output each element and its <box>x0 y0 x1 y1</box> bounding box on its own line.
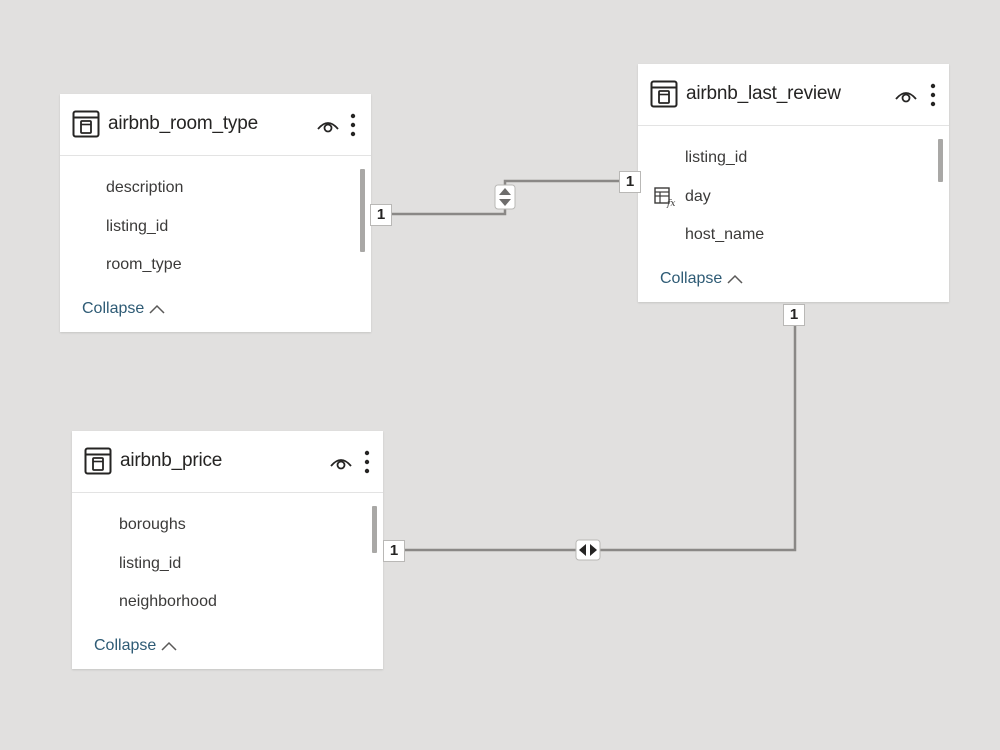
collapse-button[interactable]: Collapse <box>82 300 165 318</box>
cardinality-badge-room-type: 1 <box>370 204 392 226</box>
table-icon <box>84 447 112 475</box>
scrollbar[interactable] <box>360 169 365 252</box>
collapse-label: Collapse <box>94 637 157 654</box>
field-day[interactable]: day <box>685 188 711 205</box>
scrollbar[interactable] <box>372 506 377 553</box>
collapse-button[interactable]: Collapse <box>660 270 743 288</box>
field-listing-id[interactable]: listing_id <box>119 555 182 572</box>
field-boroughs[interactable]: boroughs <box>119 516 186 533</box>
eye-icon[interactable] <box>316 116 340 134</box>
table-card-header[interactable]: airbnb_price <box>72 431 383 493</box>
single-direction-filter-icon[interactable] <box>494 184 516 210</box>
table-card-header[interactable]: airbnb_room_type <box>60 94 371 156</box>
collapse-label: Collapse <box>82 300 145 317</box>
table-icon <box>650 80 678 108</box>
table-title: airbnb_price <box>120 450 223 471</box>
table-title: airbnb_room_type <box>108 113 258 134</box>
field-host-name[interactable]: host_name <box>685 226 765 243</box>
table-card-room-type[interactable]: airbnb_room_type description listing_id … <box>60 94 371 332</box>
scrollbar[interactable] <box>938 139 943 182</box>
field-listing-id[interactable]: listing_id <box>106 218 169 235</box>
eye-icon[interactable] <box>329 453 353 471</box>
bidirectional-filter-icon[interactable] <box>575 539 601 561</box>
cardinality-badge-price: 1 <box>383 540 405 562</box>
collapse-button[interactable]: Collapse <box>94 637 177 655</box>
field-listing-id[interactable]: listing_id <box>685 149 748 166</box>
cardinality-badge-last-review-bottom: 1 <box>783 304 805 326</box>
field-description[interactable]: description <box>106 179 184 196</box>
calculated-column-icon: fx <box>654 187 675 208</box>
table-card-last-review[interactable]: airbnb_last_review listing_id fx day hos… <box>638 64 949 302</box>
more-vertical-icon[interactable] <box>349 111 357 139</box>
table-title: airbnb_last_review <box>686 83 841 104</box>
table-icon <box>72 110 100 138</box>
chevron-up-icon <box>149 304 165 314</box>
svg-text:fx: fx <box>666 199 675 208</box>
relationship-line-price-last-review[interactable] <box>383 324 797 552</box>
chevron-up-icon <box>727 274 743 284</box>
cardinality-badge-last-review-left: 1 <box>619 171 641 193</box>
field-room-type[interactable]: room_type <box>106 256 182 273</box>
table-card-header[interactable]: airbnb_last_review <box>638 64 949 126</box>
collapse-label: Collapse <box>660 270 723 287</box>
more-vertical-icon[interactable] <box>363 448 371 476</box>
table-card-price[interactable]: airbnb_price boroughs listing_id neighbo… <box>72 431 383 669</box>
field-neighborhood[interactable]: neighborhood <box>119 593 217 610</box>
more-vertical-icon[interactable] <box>929 81 937 109</box>
eye-icon[interactable] <box>894 86 918 104</box>
chevron-up-icon <box>161 641 177 651</box>
